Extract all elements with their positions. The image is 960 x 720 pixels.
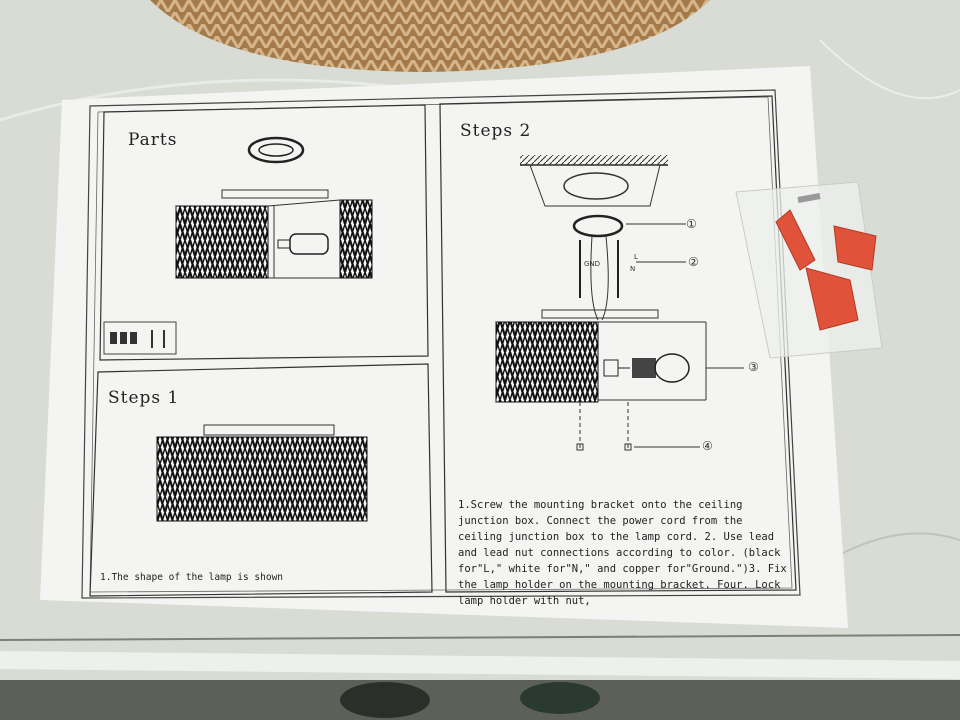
rattan-shade [150, 0, 710, 72]
wire-label-ground: GND [584, 260, 601, 268]
steps2-install-diagram [495, 155, 744, 451]
steps1-panel [89, 363, 433, 597]
parts-diagram [103, 136, 373, 355]
parts-title: Parts [128, 130, 178, 150]
callout-1: ① [686, 217, 697, 231]
callout-2: ② [688, 255, 699, 269]
floor-shadow [0, 680, 960, 720]
wire-nut-bag [735, 181, 883, 359]
wire-label-live: L [634, 253, 638, 261]
wire-label-neutral: N [630, 265, 636, 273]
callout-3: ③ [748, 360, 759, 374]
steps2-panel [439, 95, 797, 593]
steps1-title: Steps 1 [108, 388, 180, 408]
steps2-instructions: 1.Screw the mounting bracket onto the ce… [458, 499, 787, 607]
parts-panel [99, 104, 429, 361]
callout-4: ④ [702, 439, 713, 453]
steps1-caption: 1.The shape of the lamp is shown [100, 572, 284, 583]
steps1-lamp-diagram [156, 424, 368, 522]
steps2-title: Steps 2 [460, 121, 532, 141]
